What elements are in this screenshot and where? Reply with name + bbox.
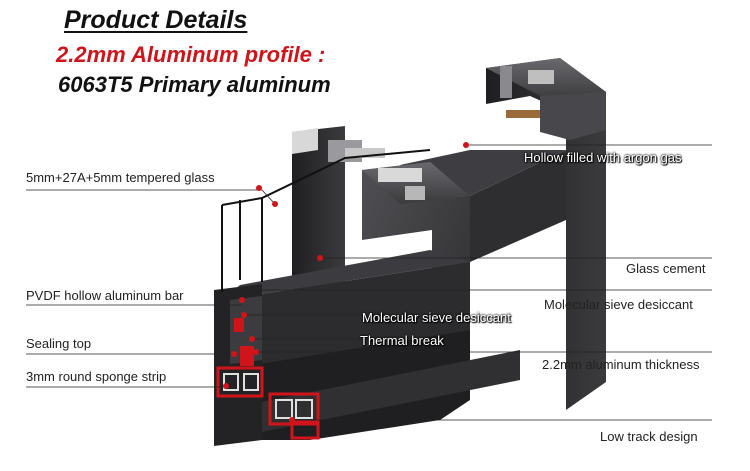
callout-sponge-strip: 3mm round sponge strip xyxy=(26,369,167,384)
callout-pvdf-bar: PVDF hollow aluminum bar xyxy=(26,288,184,303)
callout-low-track: Low track design xyxy=(600,429,698,444)
glass-pane-lines xyxy=(221,149,431,292)
front-lower-profile xyxy=(214,284,262,446)
callout-sealing-top: Sealing top xyxy=(26,336,92,351)
callout-lines xyxy=(26,144,712,421)
callout-glass-cement: Glass cement xyxy=(626,261,706,276)
callout-argon-gas: Hollow filled with argon gas xyxy=(524,150,682,165)
callout-desiccant-inner: Molecular sieve desiccant xyxy=(362,310,511,325)
rear-frame xyxy=(486,58,606,410)
thermal-cross-section xyxy=(216,366,320,440)
callout-desiccant-outer: Molecular sieve desiccant xyxy=(544,297,693,312)
callout-dots xyxy=(223,142,469,423)
material-spec-heading: 6063T5 Primary aluminum xyxy=(58,72,331,97)
profile-spec-heading: 2.2mm Aluminum profile : xyxy=(56,42,326,67)
callout-tempered-glass: 5mm+27A+5mm tempered glass xyxy=(26,170,215,185)
page-title: Product Details xyxy=(64,6,248,34)
callout-aluminum-thickness: 2.2mm aluminum thickness xyxy=(542,357,700,372)
rear-track xyxy=(400,150,566,262)
callout-thermal-break: Thermal break xyxy=(360,333,444,348)
